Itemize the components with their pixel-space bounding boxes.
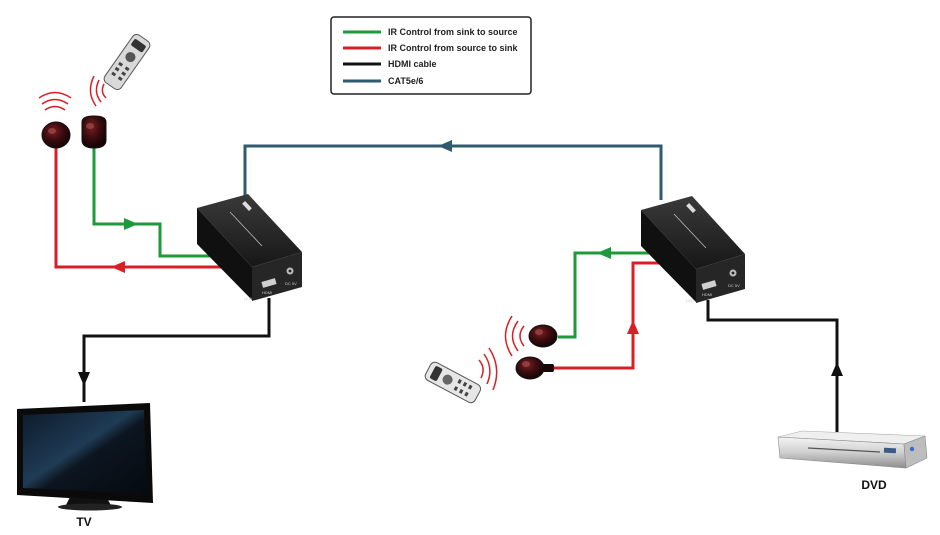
ir-signal-icon <box>478 347 498 391</box>
legend: IR Control from sink to source IR Contro… <box>330 16 532 95</box>
port-label-led: LED <box>244 296 252 301</box>
legend-item-cat5e: CAT5e/6 <box>343 76 423 86</box>
ir-emitter-left <box>38 91 72 149</box>
legend-item-ir-sink-to-source: IR Control from sink to source <box>343 27 518 37</box>
port-label-hdmi: HDMI <box>262 290 272 295</box>
ir-receiver-icon <box>81 115 107 149</box>
arrow-icon <box>627 320 639 334</box>
ir-receiver-right <box>515 356 554 380</box>
hdmi-extender-receiver: HDMI DC 5V LED <box>197 194 302 301</box>
hdmi-cable-tv <box>78 298 271 402</box>
dvd-player: DVD <box>777 430 928 492</box>
ir-receiver-icon <box>515 356 554 380</box>
ir-signal-icon <box>504 315 525 357</box>
remote-control-right <box>424 347 498 404</box>
dvd-player-icon <box>777 430 928 469</box>
hdmi-port <box>261 278 277 288</box>
tv-icon <box>17 403 153 511</box>
hdmi-port <box>701 280 717 290</box>
legend-item-ir-source-to-sink: IR Control from source to sink <box>343 43 519 53</box>
legend-label: CAT5e/6 <box>388 76 423 86</box>
ir-emitter-right <box>504 315 558 357</box>
dvd-label: DVD <box>861 478 887 492</box>
remote-control-icon <box>424 361 482 404</box>
ir-cable-right-red <box>553 261 662 370</box>
hdmi-extender-transmitter: HDMI DC 5V LED <box>641 196 745 303</box>
ir-cable-left-red <box>54 147 222 273</box>
hdmi-extender-icon: HDMI DC 5V LED <box>641 196 745 303</box>
ir-emitter-icon <box>41 121 71 149</box>
tv: TV <box>17 403 153 529</box>
ir-emitter-icon <box>528 324 558 348</box>
ir-cable-left-green <box>92 148 220 258</box>
arrow-icon <box>831 362 843 376</box>
tv-label: TV <box>76 515 91 529</box>
legend-label: IR Control from sink to source <box>388 27 518 37</box>
arrow-icon <box>111 261 125 273</box>
hdmi-extender-icon: HDMI DC 5V LED <box>197 194 302 301</box>
hdmi-cable-dvd <box>706 300 843 432</box>
ir-signal-icon <box>38 91 72 111</box>
ir-cable-right-green <box>558 247 660 339</box>
ir-signal-icon <box>89 75 107 107</box>
arrow-icon <box>78 372 90 386</box>
port-label-hdmi: HDMI <box>702 292 712 297</box>
port-label-dc: DC 5V <box>728 283 740 288</box>
cat-arrow-icon <box>438 140 452 152</box>
legend-item-hdmi-cable: HDMI cable <box>343 59 437 69</box>
legend-label: IR Control from source to sink <box>388 43 519 53</box>
arrow-icon <box>124 218 138 230</box>
port-label-led: LED <box>686 298 694 303</box>
remote-control-icon <box>103 33 151 91</box>
ir-receiver-left <box>81 115 107 149</box>
remote-control-left <box>89 33 151 107</box>
cat-cable <box>243 140 663 200</box>
arrow-icon <box>597 247 611 259</box>
port-label-dc: DC 5V <box>285 281 297 286</box>
legend-label: HDMI cable <box>388 59 437 69</box>
